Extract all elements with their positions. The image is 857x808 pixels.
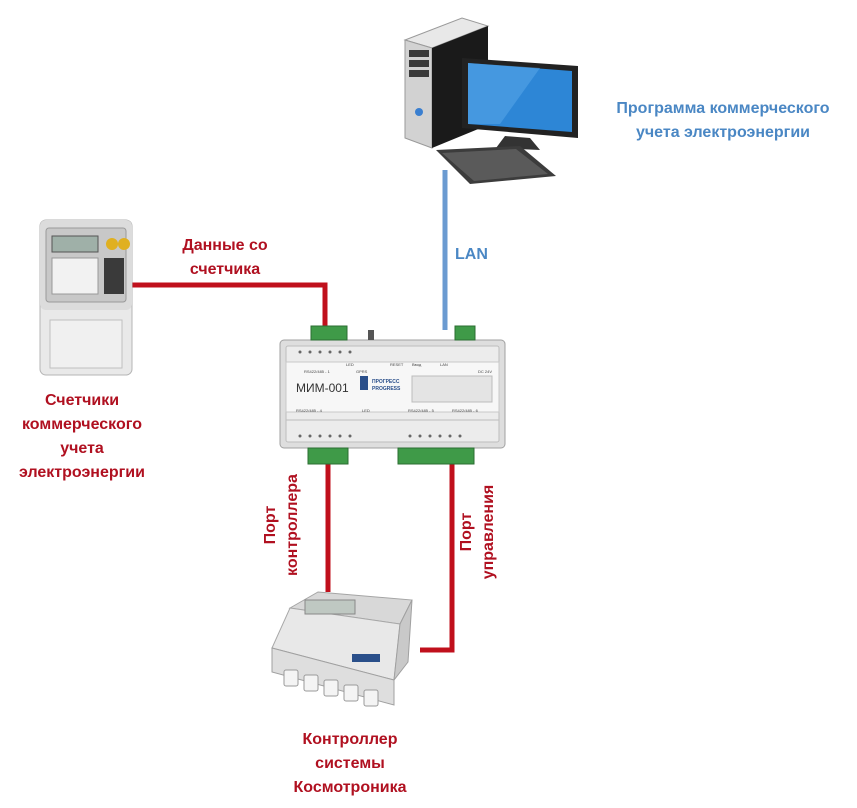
meter-data-label: Данные со счетчика: [160, 234, 290, 282]
pc-program-line2: учета электроэнергии: [635, 124, 811, 141]
lan-label: LAN: [455, 246, 488, 263]
device-brand-line1: ПРОГРЕСС: [372, 379, 400, 385]
control-port-line1: Порт: [458, 512, 475, 552]
controller-port-line1: Порт: [262, 505, 279, 545]
electricity-meter-icon: [39, 219, 133, 376]
controller-line2: системы: [315, 755, 385, 772]
meters-line2: коммерческого: [22, 416, 142, 433]
connection-lines: [132, 170, 455, 653]
controller-label: Контроллер системы Космотроника: [275, 728, 425, 800]
device-bottom-label-2: LED: [362, 408, 370, 413]
brand-logo: [360, 376, 368, 390]
meters-line3: учета: [60, 440, 104, 457]
bottom-terminal-right: [397, 447, 475, 465]
controller-port-line2: контроллера: [284, 474, 301, 576]
meters-line1: Счетчики: [44, 392, 120, 409]
control-port-line: [420, 462, 455, 653]
meter-data-line2: счетчика: [189, 261, 261, 278]
device-brand-line2: PROGRESS: [372, 386, 401, 392]
pc-program-label: Программа коммерческого учета электроэне…: [588, 97, 857, 145]
device-top-label-7: DC 24V: [478, 369, 492, 374]
mim-device: МИМ-001 ПРОГРЕСС PROGRESS RS422/485 - 1 …: [279, 325, 506, 465]
controller-line1: Контроллер: [302, 731, 398, 748]
device-top-label-6: LAN: [440, 362, 448, 367]
device-top-label-1: RS422/485 - 1: [304, 369, 331, 374]
kosmotronika-controller-icon: [271, 591, 413, 707]
top-terminal-right: [454, 325, 476, 341]
control-port-label: Порт управления: [456, 472, 500, 592]
controller-line3: Космотроника: [293, 779, 407, 796]
device-top-label-5: Ввод: [412, 362, 422, 367]
device-top-label-3: GPRS: [356, 369, 368, 374]
meters-label: Счетчики коммерческого учета электроэнер…: [0, 389, 164, 485]
device-bottom-label-4: RS422/485 - 6: [452, 408, 479, 413]
device-bottom-label-3: RS422/485 - 5: [408, 408, 435, 413]
device-top-label-2: LED: [346, 362, 354, 367]
bottom-terminal-left: [307, 447, 349, 465]
pc-program-line1: Программа коммерческого: [616, 100, 830, 117]
meter-data-line: [132, 282, 328, 330]
meter-data-line1: Данные со: [182, 237, 268, 254]
computer-icon: [403, 17, 578, 184]
meters-line4: электроэнергии: [19, 464, 145, 481]
control-port-line2: управления: [480, 484, 497, 580]
device-top-label-4: RESET: [390, 362, 404, 367]
controller-port-label: Порт контроллера: [260, 465, 304, 585]
top-terminal-left: [310, 325, 348, 341]
device-bottom-label-1: RS422/485 - 4: [296, 408, 323, 413]
device-model: МИМ-001: [296, 381, 349, 395]
